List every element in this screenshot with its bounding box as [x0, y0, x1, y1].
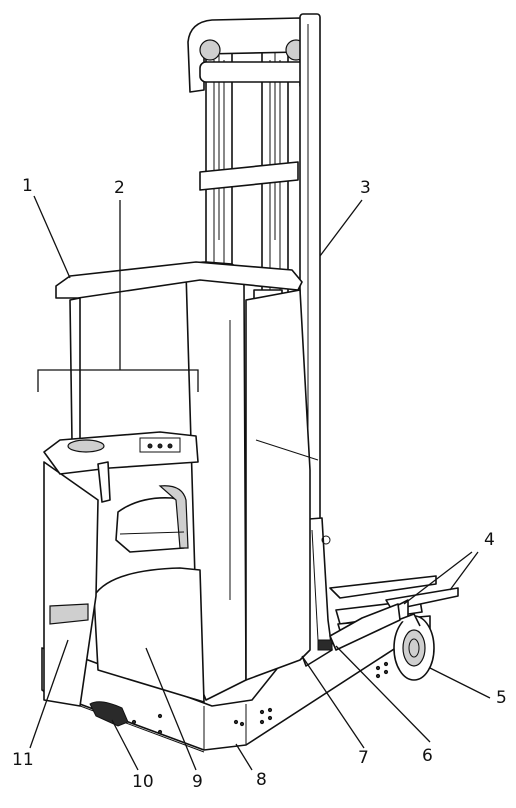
leader-8	[235, 743, 253, 771]
leader-7	[301, 655, 365, 749]
leader-4b	[449, 551, 479, 591]
leader-3	[319, 199, 363, 257]
leader-4a	[403, 551, 473, 605]
operator-cabin	[43, 261, 319, 707]
callout-9: 9	[192, 772, 203, 792]
callout-5: 5	[496, 688, 507, 708]
leader-1	[33, 195, 71, 279]
callout-11: 11	[12, 750, 34, 770]
leader-9	[145, 647, 197, 771]
callout-1: 1	[22, 176, 33, 196]
callout-7: 7	[358, 748, 369, 768]
callout-3: 3	[360, 178, 371, 198]
leader-6	[335, 645, 431, 743]
callout-6: 6	[422, 746, 433, 766]
bracket-2	[37, 369, 199, 392]
leader-5	[429, 667, 491, 699]
load-wheel	[393, 613, 435, 681]
callout-2: 2	[114, 178, 125, 198]
callout-4: 4	[484, 530, 495, 550]
callout-8: 8	[256, 770, 267, 790]
callout-10: 10	[132, 772, 154, 792]
leader-lines	[29, 195, 491, 771]
leader-10	[111, 719, 139, 771]
leader-11	[29, 639, 69, 749]
